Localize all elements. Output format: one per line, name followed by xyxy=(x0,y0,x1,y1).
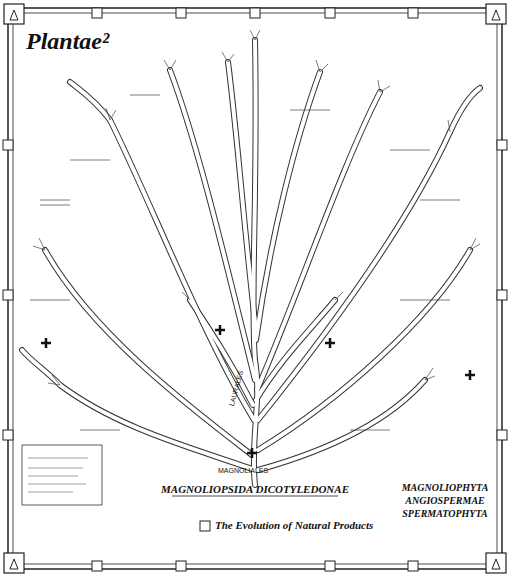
class-name: MAGNOLIOPSIDA DICOTYLEDONAE xyxy=(161,483,349,495)
order-name: MAGNOLIALES xyxy=(218,467,268,474)
division-name: MAGNOLIOPHYTA xyxy=(402,482,489,493)
division-name: ANGIOSPERMAE xyxy=(405,495,484,506)
poster-subtitle: The Evolution of Natural Products xyxy=(215,519,373,531)
poster-title: Plantae² xyxy=(26,28,109,55)
division-name: SPERMATOPHYTA xyxy=(402,508,487,519)
